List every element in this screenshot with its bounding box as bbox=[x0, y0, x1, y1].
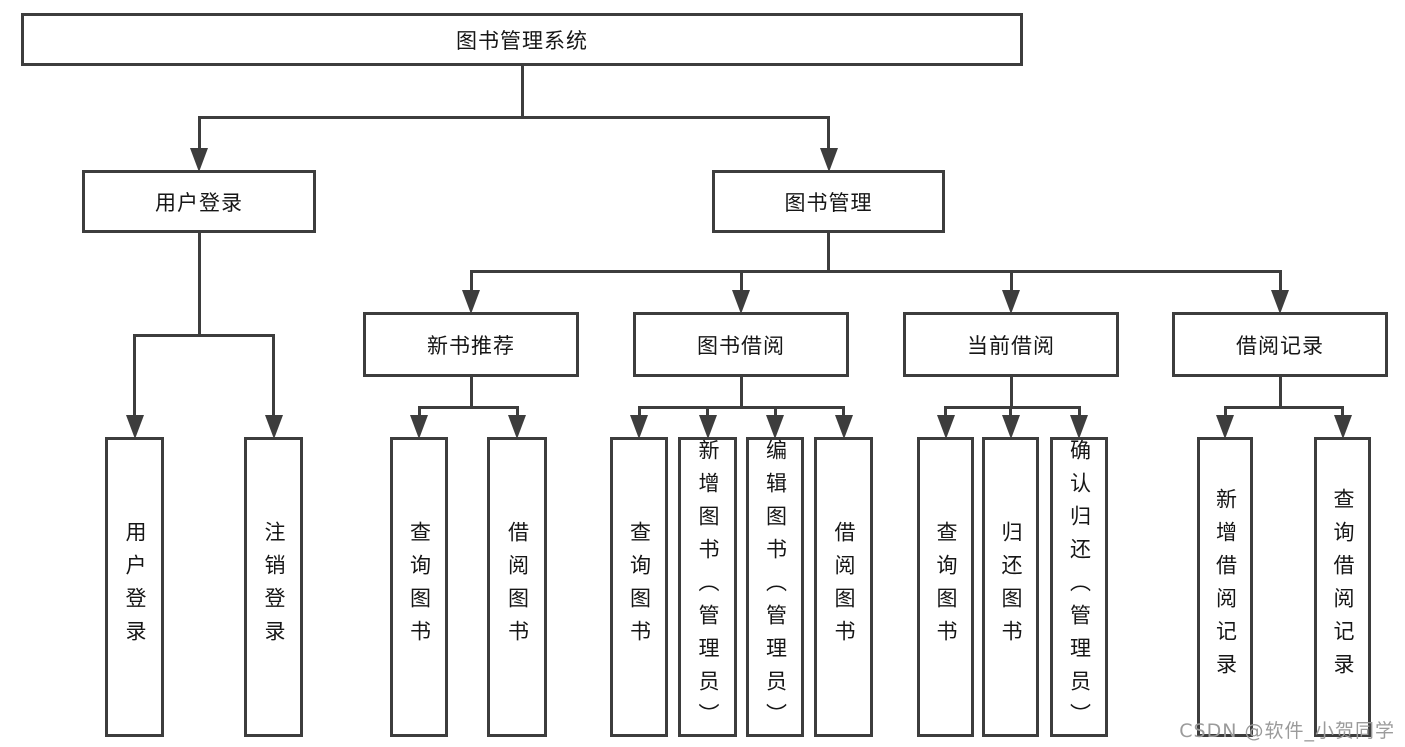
connector-line bbox=[827, 117, 830, 150]
arrowhead-down-icon bbox=[1070, 415, 1088, 439]
connector-line bbox=[417, 407, 421, 417]
arrowhead-down-icon bbox=[1271, 290, 1289, 314]
arrowhead-down-icon bbox=[1333, 415, 1352, 439]
node-leaf-nb-query: 查询图书 bbox=[390, 437, 448, 737]
connector-line bbox=[197, 233, 201, 337]
node-leaf-logout: 注销登录 bbox=[244, 437, 303, 737]
csdn-watermark: CSDN @软件_小贺同学 bbox=[1179, 720, 1395, 742]
connector-line bbox=[417, 405, 519, 409]
arrowhead-down-icon bbox=[462, 290, 480, 314]
connector-line bbox=[469, 377, 473, 409]
node-borrow-records: 借阅记录 bbox=[1172, 312, 1388, 377]
node-user-login: 用户登录 bbox=[82, 170, 316, 233]
connector-line bbox=[133, 333, 275, 337]
connector-line bbox=[739, 377, 743, 409]
connector-line bbox=[944, 407, 947, 417]
arrowhead-down-icon bbox=[936, 415, 955, 439]
node-book-borrow: 图书借阅 bbox=[633, 312, 849, 377]
connector-line bbox=[827, 233, 830, 273]
connector-line bbox=[706, 407, 709, 417]
connector-line bbox=[739, 271, 743, 292]
connector-line bbox=[1278, 377, 1282, 409]
connector-line bbox=[197, 115, 830, 119]
arrowhead-down-icon bbox=[819, 148, 838, 172]
connector-line bbox=[133, 335, 136, 417]
node-leaf-bb-borrow: 借阅图书 bbox=[814, 437, 873, 737]
arrowhead-down-icon bbox=[1001, 415, 1020, 439]
node-leaf-cb-return: 归还图书 bbox=[982, 437, 1039, 737]
arrowhead-down-icon bbox=[190, 148, 208, 172]
connector-line bbox=[637, 405, 845, 409]
connector-line bbox=[469, 269, 1282, 273]
arrowhead-down-icon bbox=[630, 415, 648, 439]
connector-line bbox=[515, 407, 519, 417]
node-leaf-cb-query: 查询图书 bbox=[917, 437, 974, 737]
node-leaf-bb-query: 查询图书 bbox=[610, 437, 668, 737]
arrowhead-down-icon bbox=[410, 415, 428, 439]
connector-line bbox=[1009, 377, 1013, 409]
arrowhead-down-icon bbox=[1216, 415, 1234, 439]
arrowhead-down-icon bbox=[508, 415, 526, 439]
node-leaf-user-login: 用户登录 bbox=[105, 437, 164, 737]
arrowhead-down-icon bbox=[732, 290, 750, 314]
connector-line bbox=[1223, 405, 1344, 409]
connector-line bbox=[773, 407, 777, 417]
connector-line bbox=[1341, 407, 1344, 417]
arrowhead-down-icon bbox=[1002, 290, 1020, 314]
node-leaf-cb-confirm: 确认归还（管理员） bbox=[1050, 437, 1108, 737]
node-leaf-br-query: 查询借阅记录 bbox=[1314, 437, 1371, 737]
arrowhead-down-icon bbox=[766, 415, 784, 439]
connector-line bbox=[272, 335, 275, 417]
connector-line bbox=[842, 407, 845, 417]
arrowhead-down-icon bbox=[264, 415, 283, 439]
connector-line bbox=[637, 407, 641, 417]
connector-line bbox=[1009, 271, 1013, 292]
connector-line bbox=[469, 271, 473, 292]
node-leaf-bb-add: 新增图书（管理员） bbox=[678, 437, 737, 737]
connector-line bbox=[944, 405, 1081, 409]
node-leaf-bb-edit: 编辑图书（管理员） bbox=[746, 437, 804, 737]
arrowhead-down-icon bbox=[125, 415, 144, 439]
connector-line bbox=[1077, 407, 1081, 417]
node-root: 图书管理系统 bbox=[21, 13, 1023, 66]
arrowhead-down-icon bbox=[698, 415, 717, 439]
node-leaf-br-add: 新增借阅记录 bbox=[1197, 437, 1253, 737]
node-book-mgmt: 图书管理 bbox=[712, 170, 945, 233]
connector-line bbox=[1278, 271, 1282, 292]
node-new-book-rec: 新书推荐 bbox=[363, 312, 579, 377]
connector-line bbox=[1009, 407, 1012, 417]
connector-line bbox=[520, 66, 524, 119]
arrowhead-down-icon bbox=[834, 415, 853, 439]
connector-line bbox=[197, 117, 201, 150]
node-current-borrow: 当前借阅 bbox=[903, 312, 1119, 377]
node-leaf-nb-borrow: 借阅图书 bbox=[487, 437, 547, 737]
connector-line bbox=[1223, 407, 1227, 417]
